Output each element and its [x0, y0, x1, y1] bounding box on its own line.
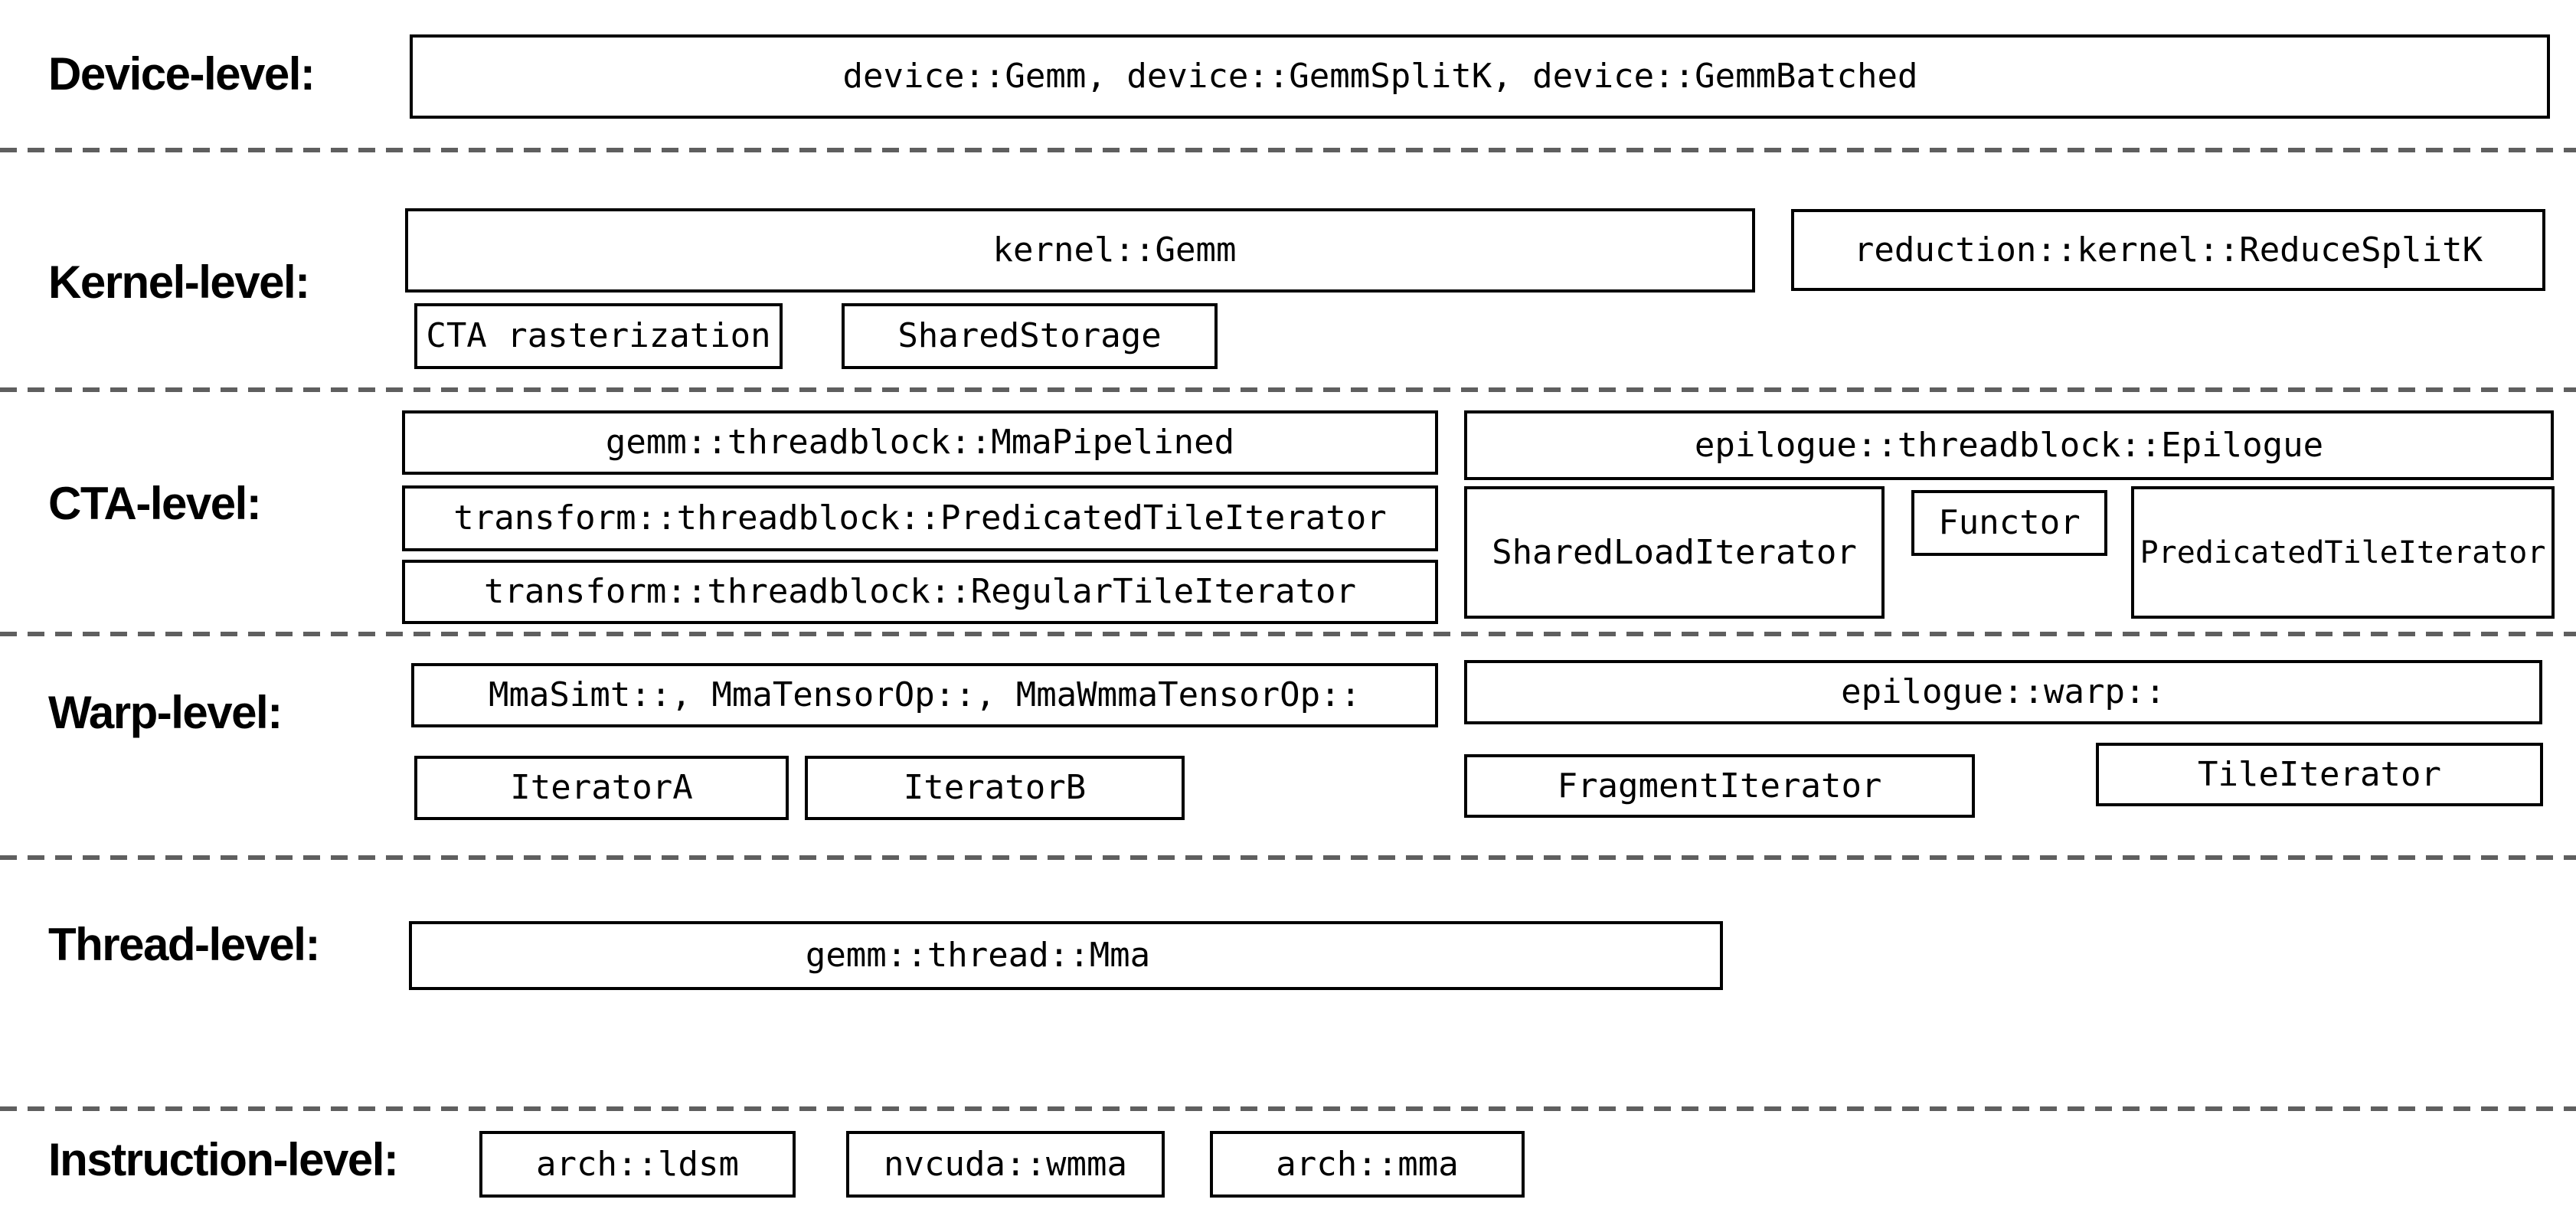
- box-arch-ldsm: arch::ldsm: [479, 1131, 796, 1198]
- box-shared-storage: SharedStorage: [842, 303, 1218, 369]
- box-predicated-tile-iterator-transform: transform::threadblock::PredicatedTileIt…: [402, 485, 1438, 551]
- box-device-gemm: device::Gemm, device::GemmSplitK, device…: [410, 34, 2550, 119]
- box-functor: Functor: [1911, 490, 2107, 556]
- separator-kernel-cta: [0, 387, 2576, 392]
- box-cta-rasterization: CTA rasterization: [414, 303, 783, 369]
- box-nvcuda-wmma: nvcuda::wmma: [846, 1131, 1165, 1198]
- box-epilogue-warp: epilogue::warp::: [1464, 660, 2542, 724]
- box-reduce-splitk: reduction::kernel::ReduceSplitK: [1791, 209, 2545, 291]
- box-regular-tile-iterator: transform::threadblock::RegularTileItera…: [402, 560, 1438, 624]
- box-shared-load-iterator: SharedLoadIterator: [1464, 486, 1885, 619]
- box-thread-mma: gemm::thread::Mma: [409, 921, 1723, 990]
- level-label-instruction: Instruction-level:: [48, 1134, 399, 1185]
- box-predicated-tile-iterator-epilogue: PredicatedTileIterator: [2131, 486, 2555, 619]
- separator-cta-warp: [0, 632, 2576, 636]
- box-fragment-iterator: FragmentIterator: [1464, 754, 1975, 818]
- level-label-cta: CTA-level:: [48, 478, 262, 529]
- separator-device-kernel: [0, 148, 2576, 152]
- box-iterator-b: IteratorB: [805, 756, 1185, 820]
- level-label-kernel: Kernel-level:: [48, 257, 310, 308]
- box-arch-mma: arch::mma: [1210, 1131, 1525, 1198]
- level-label-device: Device-level:: [48, 48, 315, 100]
- box-tile-iterator: TileIterator: [2096, 743, 2543, 806]
- box-mma-pipelined: gemm::threadblock::MmaPipelined: [402, 410, 1438, 475]
- level-label-thread: Thread-level:: [48, 919, 320, 970]
- box-iterator-a: IteratorA: [414, 756, 789, 820]
- box-warp-mma: MmaSimt::, MmaTensorOp::, MmaWmmaTensorO…: [411, 663, 1438, 727]
- level-label-warp: Warp-level:: [48, 687, 283, 738]
- separator-warp-thread: [0, 855, 2576, 860]
- box-epilogue: epilogue::threadblock::Epilogue: [1464, 410, 2554, 480]
- box-kernel-gemm: kernel::Gemm: [405, 208, 1755, 292]
- separator-thread-instruction: [0, 1106, 2576, 1111]
